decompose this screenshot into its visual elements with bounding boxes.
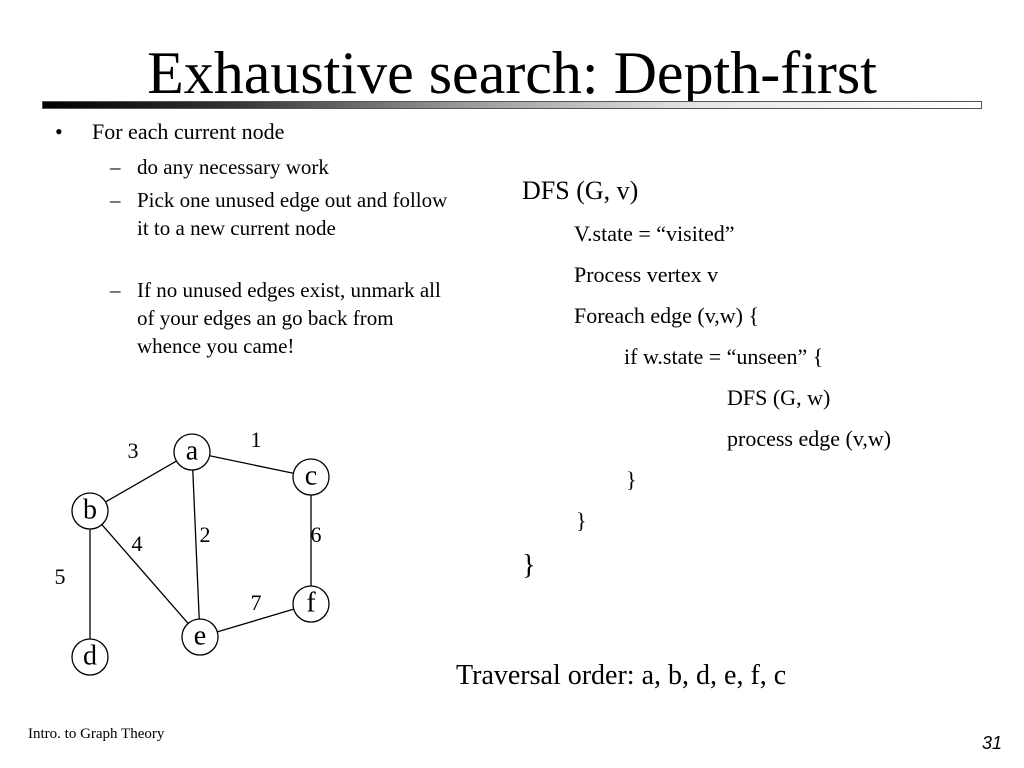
sub-bullet-marker-3: – — [110, 278, 121, 302]
sub-bullet-2: Pick one unused edge out and follow it t… — [137, 188, 448, 240]
bullet-marker: • — [55, 119, 63, 144]
bullet-main: For each current node — [92, 119, 285, 144]
edge-e-f — [217, 608, 294, 633]
node-circle-c — [292, 458, 330, 496]
edge-label-7: 7 — [251, 590, 262, 615]
code-line-6: DFS (G, w) — [727, 385, 831, 410]
edge-label-1: 1 — [251, 427, 262, 452]
code-line-9: } — [576, 508, 587, 533]
graph-nodes: a b c d e f — [71, 433, 330, 676]
node-f: f — [292, 585, 330, 623]
edge-label-3: 3 — [128, 438, 139, 463]
node-label-f: f — [306, 587, 316, 618]
node-label-d: d — [83, 640, 97, 671]
code-line-10: } — [522, 550, 536, 581]
code-line-1: DFS (G, v) — [522, 176, 639, 205]
graph-diagram: 1 2 3 4 5 6 7 a b c d e f — [55, 427, 330, 676]
edge-a-e — [192, 469, 200, 620]
edge-label-5: 5 — [55, 564, 66, 589]
title-divider — [42, 101, 982, 109]
node-label-a: a — [186, 435, 199, 466]
node-circle-e — [181, 618, 219, 656]
edge-b-e — [101, 524, 189, 624]
slide-title: Exhaustive search: Depth-first — [147, 40, 877, 106]
code-line-2: V.state = “visited” — [574, 221, 735, 246]
sub-bullet-marker-2: – — [110, 188, 121, 212]
edge-a-b — [105, 460, 177, 503]
code-line-8: } — [626, 467, 637, 492]
node-circle-d — [71, 638, 109, 676]
node-circle-b — [71, 492, 109, 530]
node-label-c: c — [305, 460, 317, 491]
sub-bullet-1: do any necessary work — [137, 155, 329, 179]
node-d: d — [71, 638, 109, 676]
node-e: e — [181, 618, 219, 656]
edge-a-c — [209, 455, 294, 474]
node-b: b — [71, 492, 109, 530]
page-number: 31 — [981, 733, 1002, 753]
node-label-b: b — [83, 494, 97, 525]
graph-edges: 1 2 3 4 5 6 7 — [55, 427, 322, 639]
edge-label-2: 2 — [200, 522, 211, 547]
edge-label-4: 4 — [132, 531, 143, 556]
sub-bullet-marker-1: – — [110, 155, 121, 179]
node-c: c — [292, 458, 330, 496]
traversal-order: Traversal order: a, b, d, e, f, c — [456, 660, 787, 691]
node-circle-a — [173, 433, 211, 471]
node-circle-f — [292, 585, 330, 623]
sub-bullet-3: If no unused edges exist, unmark all of … — [137, 278, 441, 358]
code-line-5: if w.state = “unseen” { — [624, 344, 824, 369]
code-line-4: Foreach edge (v,w) { — [574, 303, 760, 328]
code-line-7: process edge (v,w) — [727, 426, 892, 451]
footer-text: Intro. to Graph Theory — [28, 726, 165, 742]
node-a: a — [173, 433, 211, 471]
edge-label-6: 6 — [311, 522, 322, 547]
node-label-e: e — [194, 620, 206, 651]
code-line-3: Process vertex v — [574, 262, 719, 287]
